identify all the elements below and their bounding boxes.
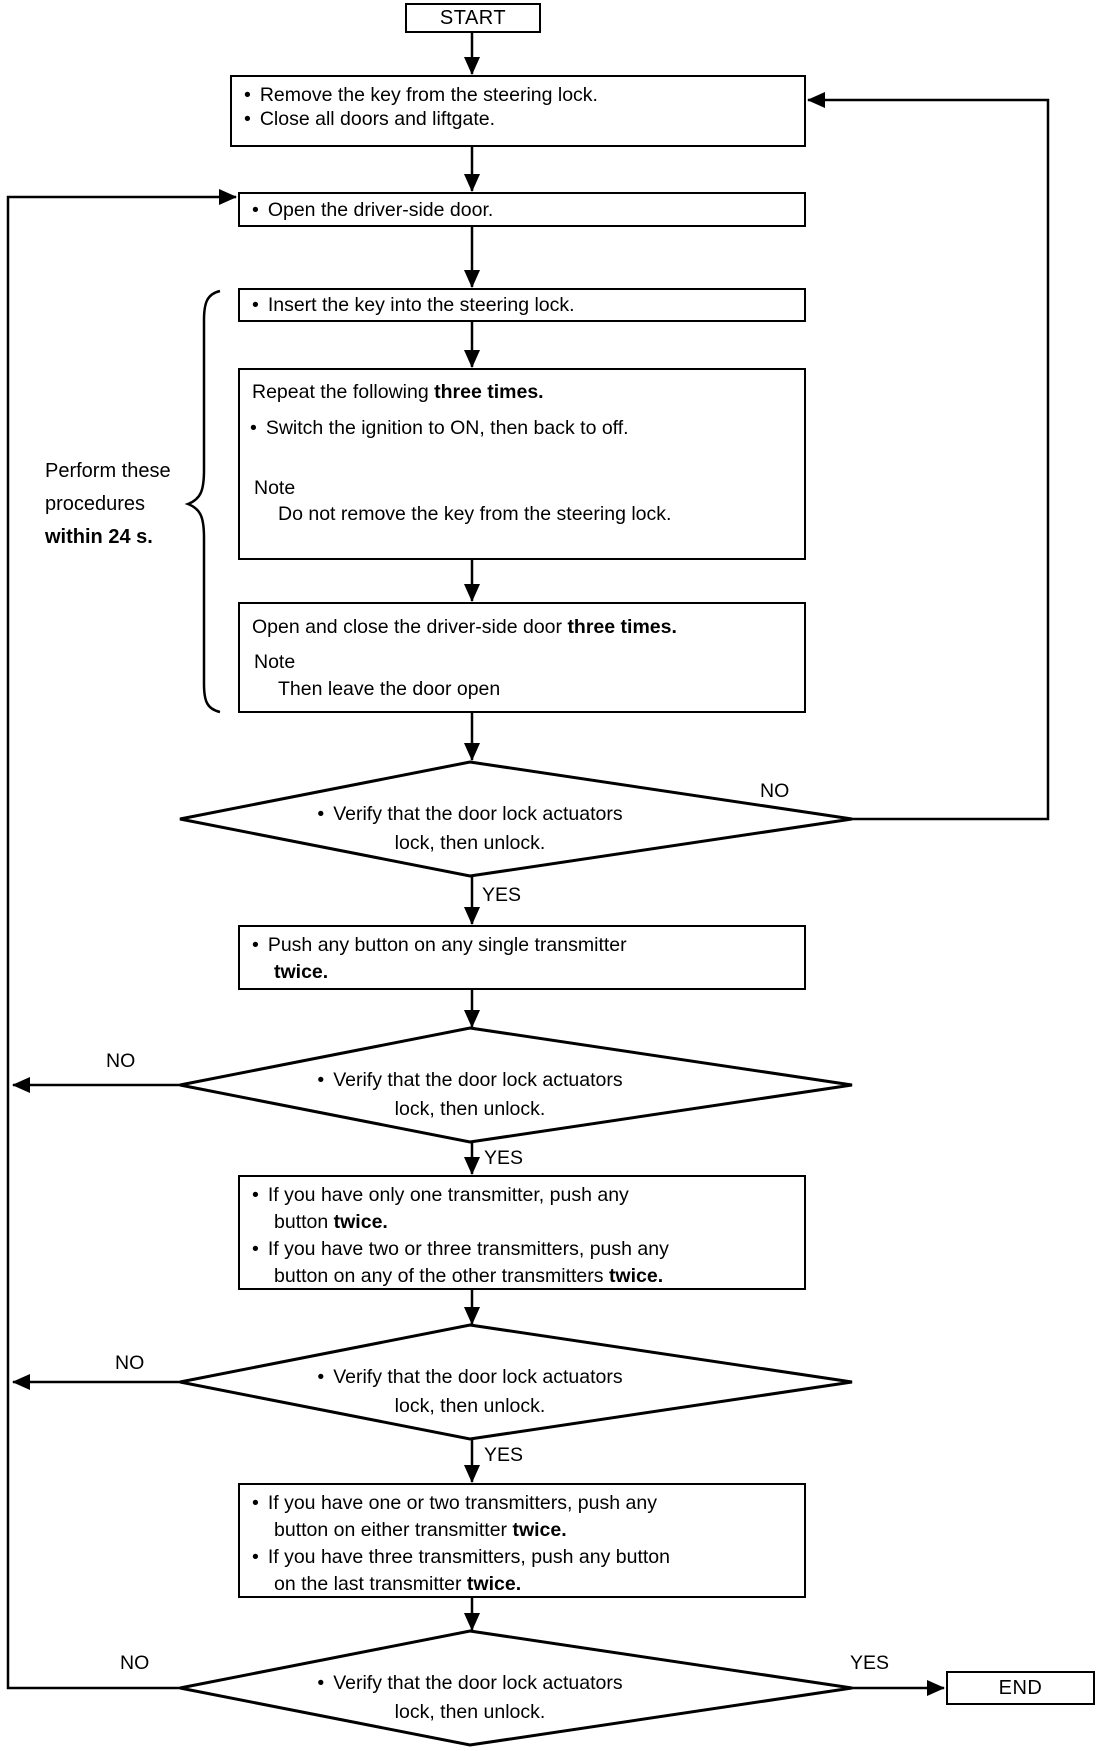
timing-side-note: Perform these procedures within 24 s.	[45, 460, 171, 548]
yes-label-verify2: YES	[484, 1147, 524, 1169]
step-open-close-door: Open and close the driver-side door thre…	[238, 602, 806, 713]
start-terminal: START	[405, 3, 541, 33]
step-line: twice.	[274, 961, 329, 983]
step-line: button twice.	[274, 1211, 388, 1233]
step-insert-key: •Insert the key into the steering lock.	[238, 288, 806, 322]
no-loop-verify1-to-remove-key	[807, 92, 1050, 821]
step-repeat-ignition: Repeat the following three times. •Switc…	[238, 368, 806, 560]
decision-verify4-text: •Verify that the door lock actuators loc…	[250, 1669, 690, 1727]
decision-verify4-shape	[179, 1629, 853, 1747]
step-line: button on either transmitter twice.	[274, 1519, 567, 1541]
decision-verify2-shape	[179, 1026, 853, 1144]
step-line: •If you have two or three transmitters, …	[240, 1236, 804, 1263]
yes-label-verify4: YES	[850, 1652, 890, 1674]
step-line: on the last transmitter twice.	[274, 1573, 522, 1595]
step-line: •Push any button on any single transmitt…	[240, 932, 804, 959]
step-push-last: •If you have one or two transmitters, pu…	[238, 1483, 806, 1598]
no-label-verify2: NO	[106, 1050, 136, 1072]
step-line: •Switch the ignition to ON, then back to…	[250, 417, 629, 439]
decision-verify3-text: •Verify that the door lock actuators loc…	[250, 1363, 690, 1421]
end-terminal: END	[946, 1671, 1095, 1705]
bullet-icon: •	[252, 1546, 259, 1568]
step-line: •If you have three transmitters, push an…	[240, 1544, 804, 1571]
step-line: •Remove the key from the steering lock.	[244, 84, 598, 106]
note-label: Note	[254, 477, 296, 499]
note-label: Note	[254, 651, 296, 673]
bullet-icon: •	[244, 108, 251, 130]
step-remove-key: •Remove the key from the steering lock. …	[230, 75, 806, 147]
bullet-icon: •	[252, 294, 259, 316]
bullet-icon: •	[252, 198, 259, 221]
bullet-icon: •	[252, 1184, 259, 1206]
step-line: button on any of the other transmitters …	[274, 1265, 664, 1287]
bullet-icon: •	[317, 1069, 325, 1091]
step-push-other: •If you have only one transmitter, push …	[238, 1175, 806, 1290]
yes-label-verify1: YES	[482, 884, 522, 906]
start-label: START	[439, 7, 507, 29]
step-push-single: •Push any button on any single transmitt…	[238, 925, 806, 990]
no-label-verify3: NO	[115, 1352, 145, 1374]
bullet-icon: •	[252, 1492, 259, 1514]
bullet-icon: •	[252, 1238, 259, 1260]
no-loop-left-trunk-to-open-door	[6, 189, 237, 1690]
bullet-icon: •	[252, 934, 259, 956]
yes-label-verify3: YES	[484, 1444, 524, 1466]
decision-verify1-shape	[179, 760, 853, 878]
decision-verify2-text: •Verify that the door lock actuators loc…	[250, 1066, 690, 1124]
bullet-icon: •	[250, 417, 257, 439]
step-line: •If you have only one transmitter, push …	[240, 1182, 804, 1209]
bullet-icon: •	[244, 84, 251, 106]
step-title: Open and close the driver-side door thre…	[252, 616, 677, 638]
note-text: Then leave the door open	[278, 678, 501, 700]
step-line: •Close all doors and liftgate.	[244, 108, 496, 130]
no-label-verify4: NO	[120, 1652, 150, 1674]
bullet-icon: •	[317, 803, 325, 825]
end-label: END	[998, 1677, 1043, 1699]
no-label-verify1: NO	[760, 780, 790, 802]
bullet-icon: •	[317, 1366, 325, 1388]
timing-brace	[184, 289, 221, 714]
note-text: Do not remove the key from the steering …	[278, 503, 672, 525]
step-line: •If you have one or two transmitters, pu…	[240, 1490, 804, 1517]
step-title: Repeat the following three times.	[252, 381, 544, 403]
step-open-door: •Open the driver-side door.	[238, 192, 806, 227]
bullet-icon: •	[317, 1672, 325, 1694]
decision-verify3-shape	[179, 1323, 853, 1441]
decision-verify1-text: •Verify that the door lock actuators loc…	[250, 800, 690, 858]
